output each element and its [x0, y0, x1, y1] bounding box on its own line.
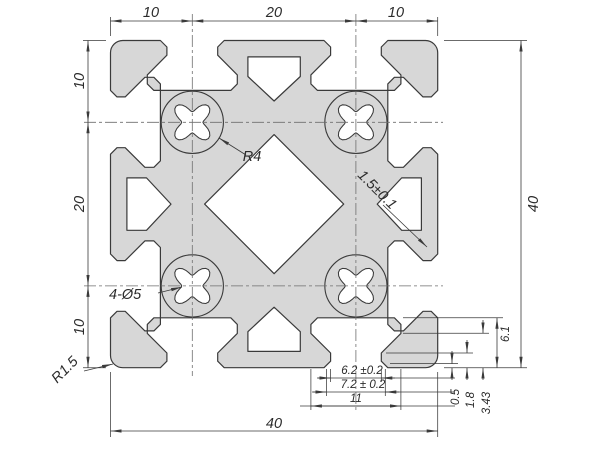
dim-left-middle: 20 [72, 196, 88, 213]
dim-left-bottom: 10 [72, 319, 88, 335]
arrow-line [218, 137, 247, 156]
dim-slot-inner: 11 [350, 393, 362, 405]
dim-slot-chamfer: 0.5 [450, 388, 462, 405]
leader-corner-radius: R1.5 [49, 353, 83, 387]
dim-slot-opening: 6.2 ±0.2 [341, 365, 383, 377]
drawing-geometry [83, 14, 527, 437]
dim-top-center: 20 [265, 5, 282, 21]
dim-top-left: 10 [143, 5, 159, 21]
dim-right-overall: 40 [526, 196, 542, 212]
dim-bottom-overall: 40 [266, 416, 282, 432]
arrow-line [382, 204, 428, 248]
dim-slot-depth: 6.1 [500, 326, 512, 342]
arrow-line [83, 363, 114, 372]
dim-slot-flank: 3.43 [481, 391, 493, 414]
leader-holes: 4-Ø5 [109, 287, 142, 303]
dim-left-top: 10 [72, 73, 88, 89]
dim-slot-lip: 1.8 [465, 391, 477, 408]
dim-top-right: 10 [388, 5, 404, 21]
dim-slot-step: 7.2 ± 0.2 [341, 379, 386, 391]
leader-boss-radius: R4 [243, 149, 262, 165]
arrow-line [157, 286, 183, 294]
